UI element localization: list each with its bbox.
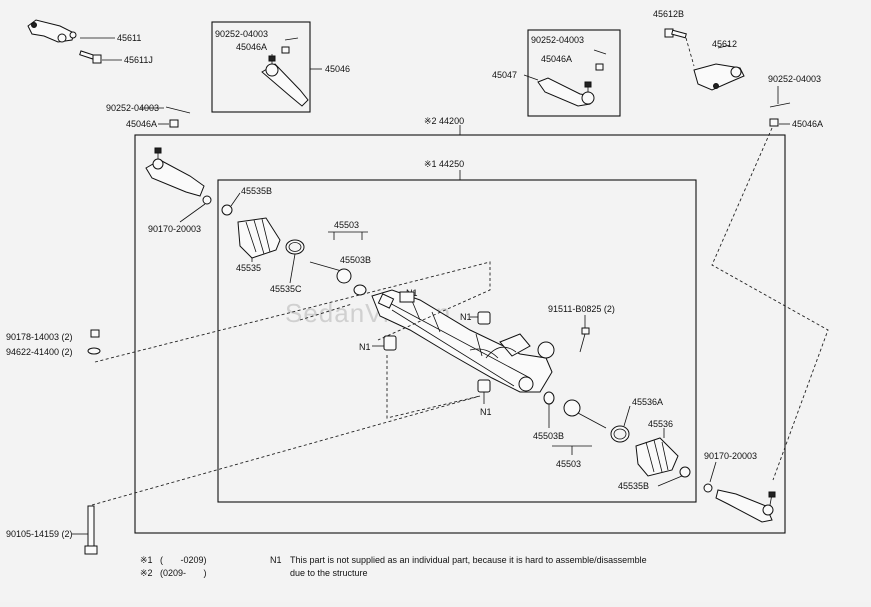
- label-45536A: 45536A: [632, 397, 663, 407]
- label-45503B-bottom: 45503B: [533, 431, 564, 441]
- clamp-45503B-bottom: [543, 391, 555, 428]
- inner-tie-rod-right: [563, 399, 607, 429]
- label-45535B-top: 45535B: [241, 186, 272, 196]
- label-45612B: 45612B: [653, 9, 684, 19]
- label-45536: 45536: [648, 419, 673, 429]
- label-45611J: 45611J: [124, 55, 153, 65]
- label-45047: 45047: [492, 70, 517, 80]
- note-n1-key: N1: [270, 555, 282, 565]
- label-45503-top: 45503: [334, 220, 359, 230]
- label-n1-left: N1: [359, 342, 371, 352]
- mount-bushing-n1-mid: [470, 311, 491, 325]
- tie-rod-end-45047: [537, 77, 595, 107]
- note-2-label: ※2: [140, 568, 153, 578]
- outer-assembly-label: ※2 44200: [424, 116, 464, 126]
- tie-rod-end-45046: [261, 54, 309, 107]
- inner-assembly-label: ※1 44250: [424, 159, 464, 169]
- mount-route-left: [299, 303, 353, 321]
- clamp-45535B-bottom: [679, 466, 691, 478]
- boot-45536-right: [635, 437, 679, 477]
- label-90105: 90105-14159 (2): [6, 529, 73, 539]
- label-45046: 45046: [325, 64, 350, 74]
- label-90252-right: 90252-04003: [768, 74, 821, 84]
- label-45611: 45611: [117, 33, 141, 43]
- washer-94622: [87, 347, 101, 355]
- clamp-45536A: [610, 425, 630, 443]
- nut-45046A-left: [169, 119, 179, 128]
- mount-bushing-n1-left: [372, 335, 397, 351]
- label-91511: 91511-B0825 (2): [548, 304, 615, 314]
- tie-rod-end-box-right: [527, 29, 621, 117]
- label-90178: 90178-14003 (2): [6, 332, 73, 342]
- boot-45535-left: [237, 217, 281, 259]
- nut-90170-right: [703, 483, 713, 493]
- label-90252-left: 90252-04003: [106, 103, 159, 113]
- label-box2-nut: 45046A: [541, 54, 572, 64]
- note-n1-text-line2: due to the structure: [290, 568, 368, 578]
- steering-knuckle-arm-right: [693, 63, 745, 91]
- label-45503-bottom: 45503: [556, 459, 581, 469]
- note-1-label: ※1: [140, 555, 153, 565]
- label-45535B-bottom: 45535B: [618, 481, 649, 491]
- note-1-range: ( -0209): [160, 555, 207, 565]
- mount-route-inner: [386, 355, 481, 419]
- inner-assembly-box: [217, 179, 697, 503]
- bracket-45503-bottom: [552, 445, 592, 455]
- inner-tie-rod-left: [309, 261, 367, 296]
- label-45535C: 45535C: [270, 284, 302, 294]
- steering-rack-housing: [371, 289, 555, 393]
- bolt-45611J: [79, 50, 102, 64]
- mount-bushing-n1-bottom: [477, 379, 491, 404]
- clamp-45535B-top: [221, 204, 233, 216]
- bolt-91511: [579, 327, 590, 353]
- label-45503B-top: 45503B: [340, 255, 371, 265]
- label-45046A-left: 45046A: [126, 119, 157, 129]
- note-2-range: (0209- ): [160, 568, 207, 578]
- label-90170-left: 90170-20003: [148, 224, 201, 234]
- tie-rod-end-left-outer: [145, 147, 205, 197]
- label-n1-bottom: N1: [480, 407, 492, 417]
- label-45046A-right: 45046A: [792, 119, 823, 129]
- nut-45046A-right: [769, 118, 779, 127]
- label-box1-nut: 45046A: [236, 42, 267, 52]
- bolt-90178: [90, 329, 100, 338]
- label-45612: 45612: [712, 39, 737, 49]
- label-94622: 94622-41400 (2): [6, 347, 73, 357]
- tie-rod-end-right-outer: [715, 489, 776, 523]
- bolt-route-bottom: [91, 395, 481, 506]
- bolt-route-left: [94, 261, 491, 363]
- label-n1-mid: N1: [460, 312, 472, 322]
- label-box1-bolt: 90252-04003: [215, 29, 268, 39]
- clamp-45535C: [285, 239, 305, 255]
- nut-90170-left: [202, 195, 212, 205]
- label-90170-right: 90170-20003: [704, 451, 757, 461]
- cotter-pin-right: [769, 102, 791, 108]
- bolt-45612B: [664, 28, 687, 39]
- label-box2-bolt: 90252-04003: [531, 35, 584, 45]
- cotter-pin-left-top: [165, 106, 191, 114]
- label-45535-top: 45535: [236, 263, 261, 273]
- steering-knuckle-arm-left: [27, 19, 77, 43]
- bolt-90105: [84, 505, 98, 555]
- note-n1-text-line1: This part is not supplied as an individu…: [290, 555, 647, 565]
- tie-rod-end-box-left: [211, 21, 311, 113]
- assembly-route-right: [711, 127, 829, 481]
